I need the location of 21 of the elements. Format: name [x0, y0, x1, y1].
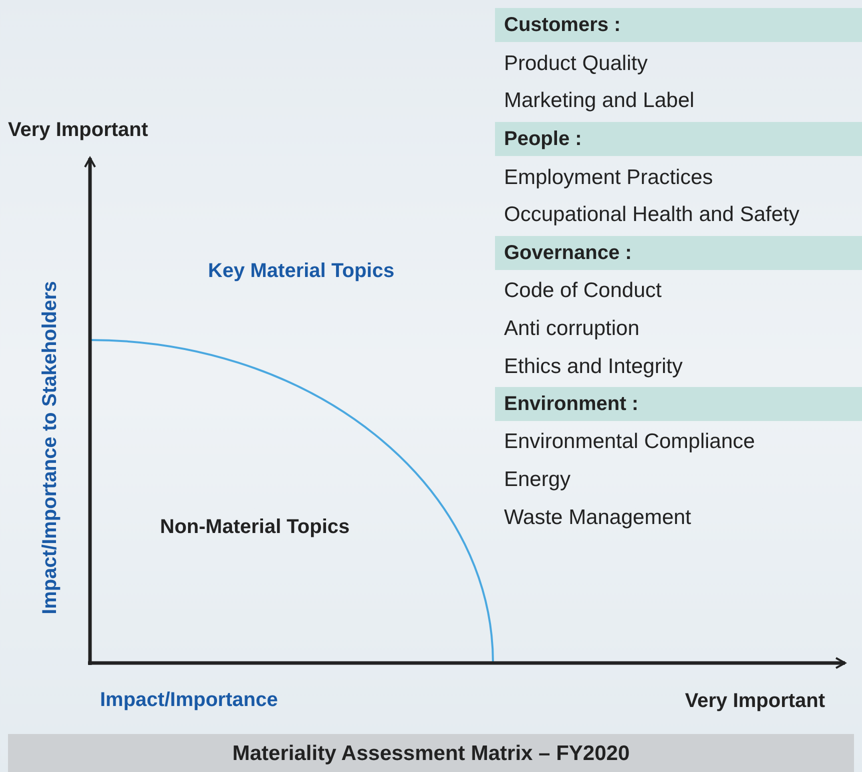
category-header: Environment :: [495, 387, 862, 421]
region-label: Non-Material Topics: [160, 515, 350, 540]
region-label: Key Material Topics: [208, 259, 394, 284]
axis-title: Impact/Importance: [100, 688, 278, 713]
axis-label: Very Important: [8, 118, 148, 143]
topic-item: Energy: [504, 467, 571, 493]
topic-item: Marketing and Label: [504, 88, 694, 114]
axis-label: Very Important: [685, 689, 826, 714]
category-header: Customers :: [495, 8, 862, 42]
topic-item: Environmental Compliance: [504, 429, 755, 455]
category-header: Governance :: [495, 236, 862, 270]
topic-item: Occupational Health and Safety: [504, 202, 800, 228]
topic-item: Code of Conduct: [504, 278, 662, 304]
topic-item: Employment Practices: [504, 165, 713, 191]
topic-item: Product Quality: [504, 51, 648, 77]
axis-title: Impact/Importance to Stakeholders: [38, 280, 62, 614]
category-header: People :: [495, 122, 862, 156]
topic-item: Anti corruption: [504, 316, 640, 342]
topic-item: Ethics and Integrity: [504, 354, 683, 380]
topic-item: Waste Management: [504, 505, 692, 531]
caption: Materiality Assessment Matrix – FY2020: [8, 734, 854, 772]
